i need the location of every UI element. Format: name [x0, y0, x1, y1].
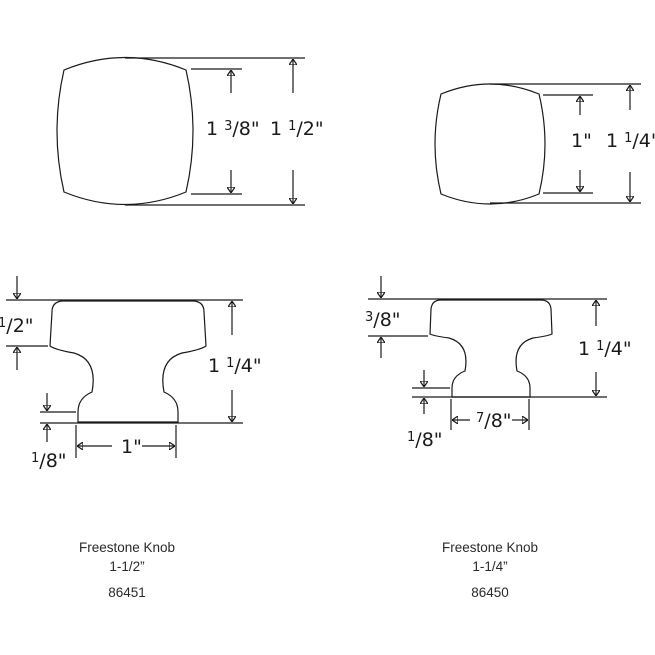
large-knob-code: 86451: [108, 585, 146, 600]
large-side-base-width-label: 1": [121, 436, 142, 458]
small-knob-name: Freestone Knob: [441, 540, 539, 555]
large-knob-side-view: [6, 276, 243, 458]
small-knob-side-view: [368, 276, 607, 430]
small-knob-top-outline: [434, 83, 546, 205]
small-side-base-height-label: 1/8": [407, 429, 443, 451]
large-side-base-height-label: 1/8": [31, 450, 67, 472]
small-knob-caption: Freestone Knob 1-1/4” 86450: [380, 538, 600, 602]
large-knob-caption: Freestone Knob 1-1/2” 86451: [17, 538, 237, 602]
small-knob-code: 86450: [471, 585, 509, 600]
large-side-top-depth-label: 1/2": [0, 315, 34, 337]
large-knob-top-outline: [56, 56, 194, 206]
small-side-top-depth-label: 3/8": [365, 309, 401, 331]
large-knob-name: Freestone Knob: [78, 540, 176, 555]
small-knob-size: 1-1/4”: [472, 559, 508, 574]
small-knob-top-view: [434, 83, 641, 205]
small-top-outer-height-label: 11/4": [606, 130, 655, 152]
small-knob-side-outline: [429, 299, 553, 398]
large-knob-top-view: [56, 56, 305, 206]
large-knob-side-outline: [49, 300, 207, 423]
small-side-base-width-label: 7/8": [476, 410, 512, 432]
large-knob-size: 1-1/2”: [109, 559, 145, 574]
small-top-inner-height-label: 1": [571, 130, 592, 152]
